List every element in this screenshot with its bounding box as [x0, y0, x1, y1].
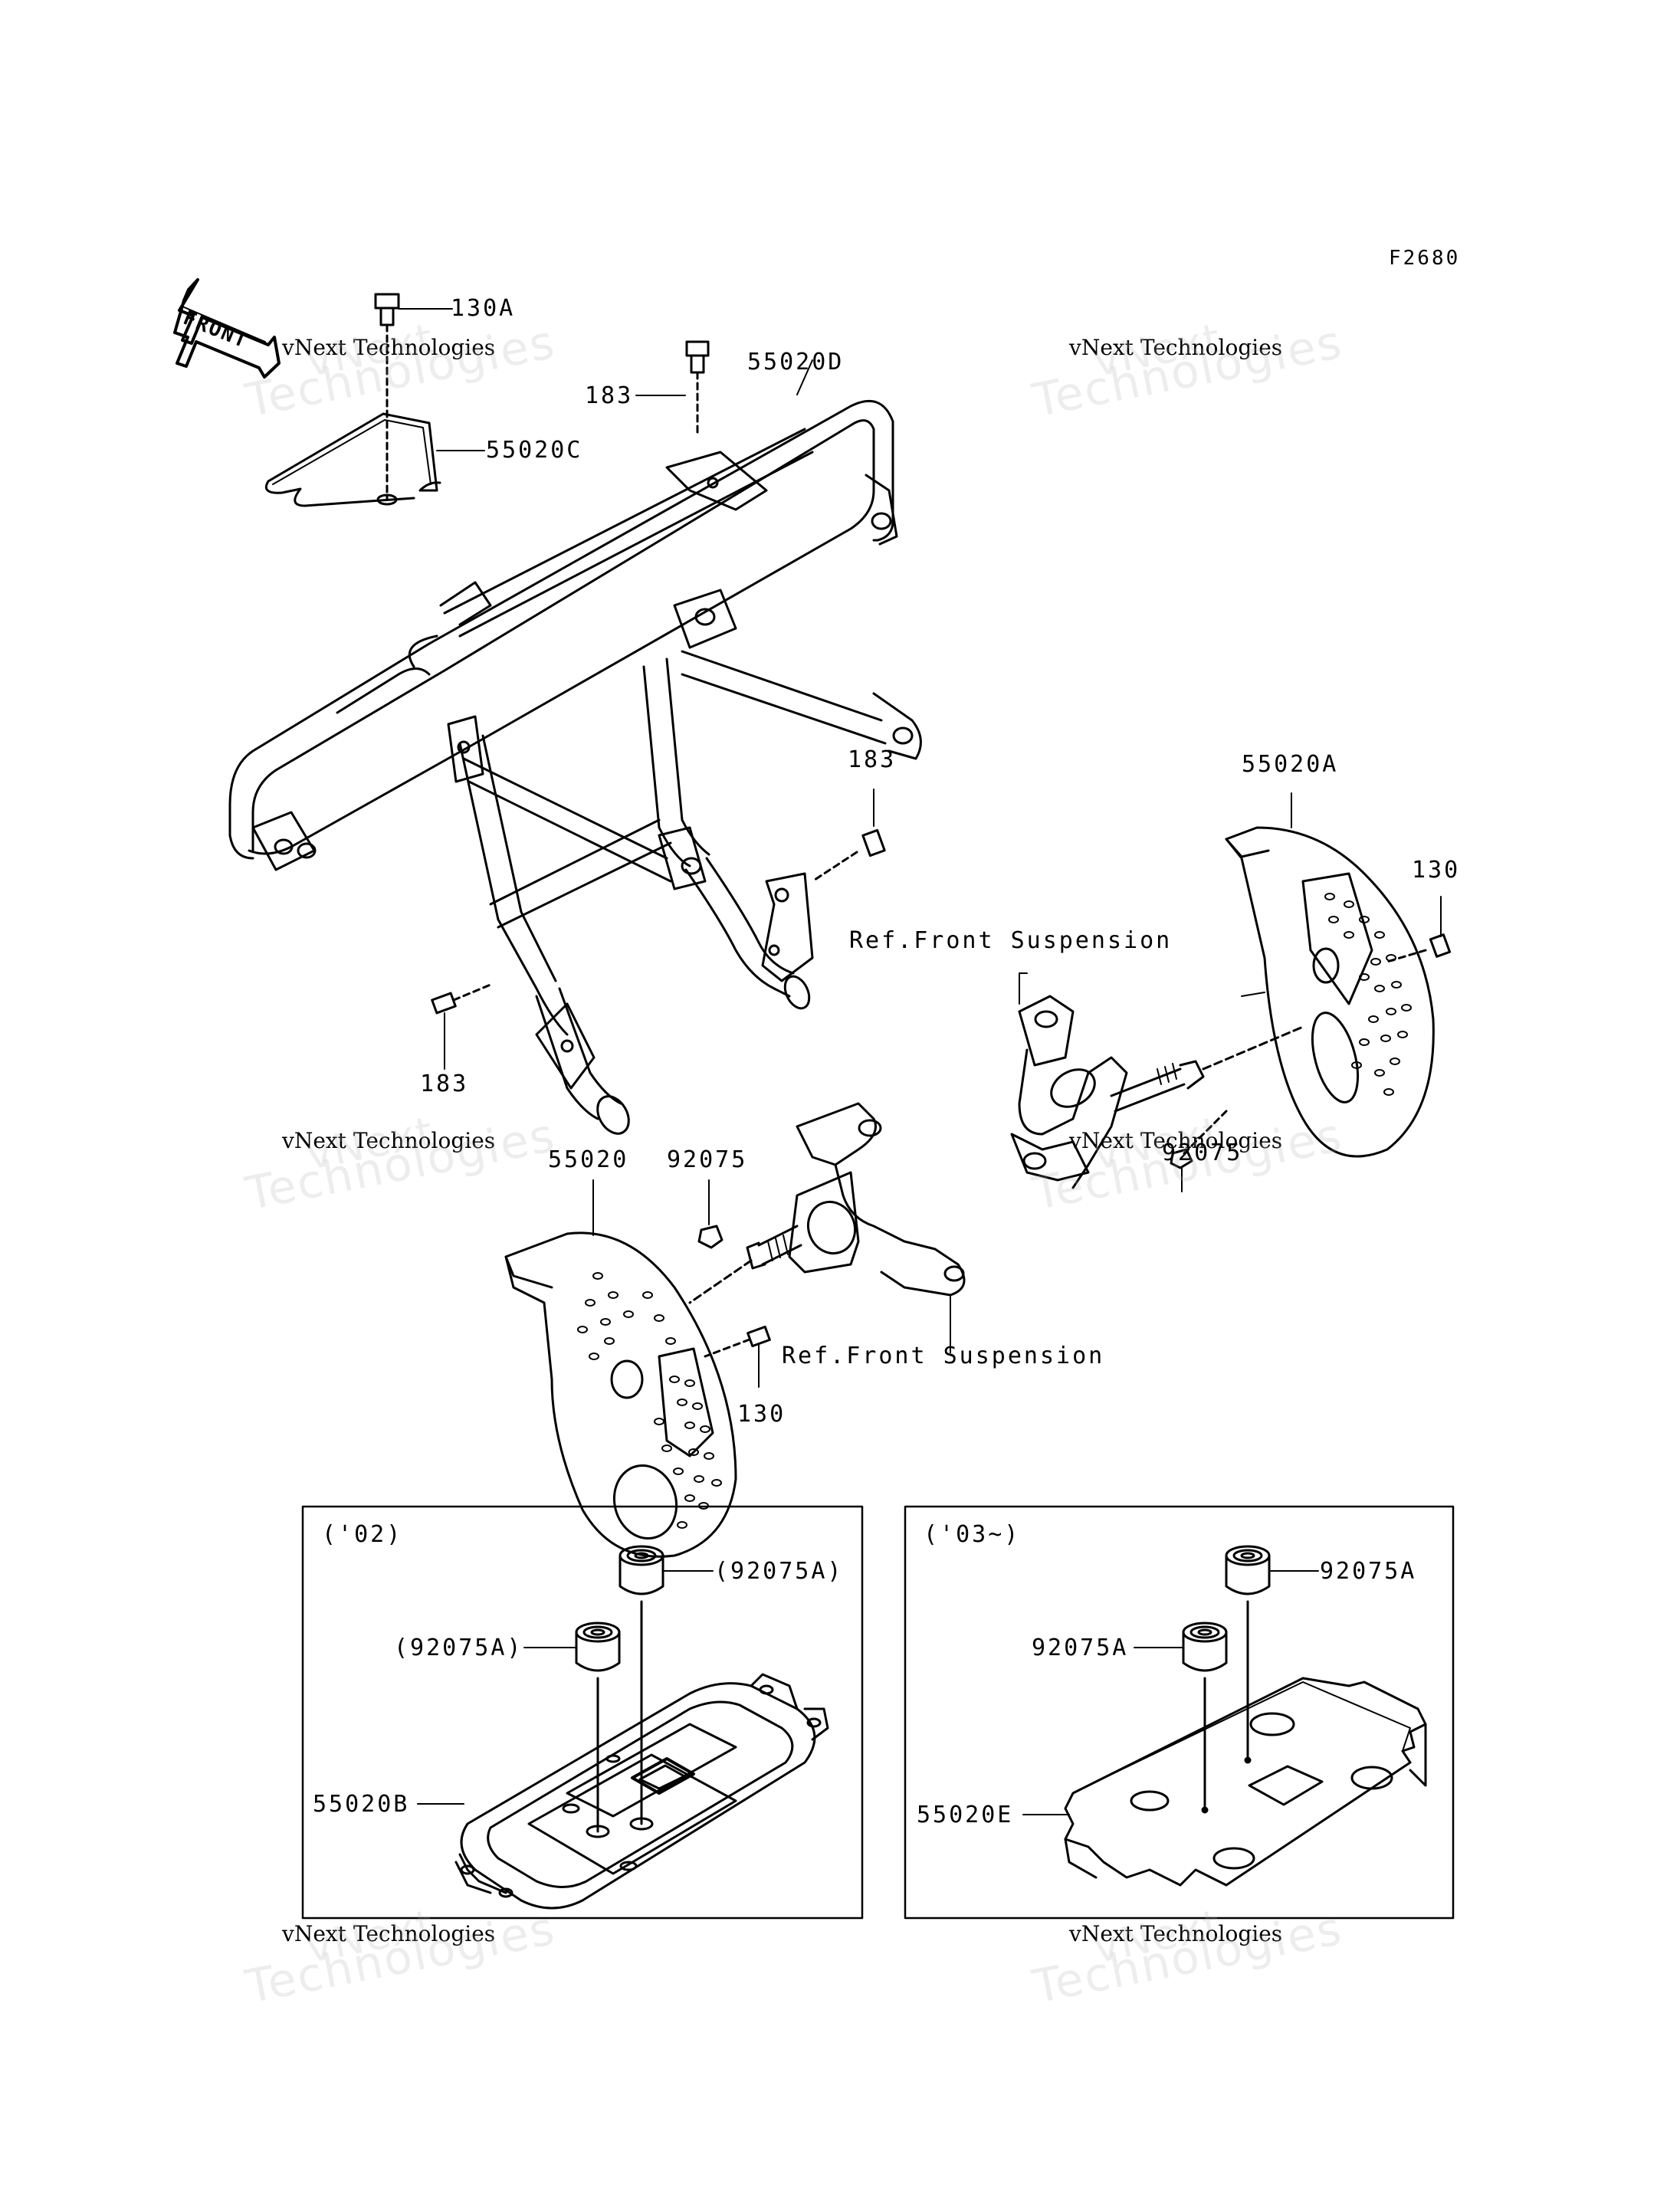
knuckle-right — [1010, 992, 1304, 1189]
label-ref-front-suspension-1: Ref.Front Suspension — [849, 927, 1173, 954]
front-guard-55020D — [228, 399, 922, 1135]
nut-92075-left — [697, 1225, 724, 1249]
inset-box-02 — [301, 1505, 864, 1920]
pad-92075A-03-top — [1225, 1545, 1271, 1760]
label-130-bottom: 130 — [737, 1401, 786, 1428]
inset-box-03 — [904, 1505, 1455, 1920]
label-55020C: 55020C — [486, 437, 583, 464]
label-92075-right: 92075 — [1162, 1139, 1243, 1166]
inset-02-year: ('02) — [322, 1521, 403, 1548]
label-55020E: 55020E — [917, 1802, 1014, 1828]
disc-cover-55020 — [504, 1231, 737, 1558]
knuckle-left — [688, 1102, 966, 1304]
label-183-top: 183 — [585, 382, 634, 409]
bracket-55020C — [264, 412, 441, 507]
bolt-183-top — [685, 340, 710, 438]
label-92075A-03-top: 92075A — [1320, 1558, 1417, 1585]
skid-plate-55020E — [1064, 1677, 1427, 1887]
label-183-mid: 183 — [848, 746, 897, 773]
bolt-183-mid — [811, 828, 886, 883]
figure-code: F2680 — [1389, 247, 1461, 270]
nut-92075-right — [1170, 1110, 1228, 1169]
label-55020: 55020 — [548, 1146, 629, 1173]
label-92075-left: 92075 — [667, 1146, 748, 1173]
pad-92075A-02-top — [619, 1545, 664, 1825]
label-130A: 130A — [451, 295, 516, 322]
bolt-183-bottom — [431, 983, 492, 1015]
label-183-bottom: 183 — [420, 1071, 469, 1097]
label-ref-front-suspension-2: Ref.Front Suspension — [782, 1343, 1105, 1369]
skid-plate-55020B — [454, 1673, 829, 1910]
disc-cover-55020A — [1225, 826, 1435, 1158]
label-130-right: 130 — [1412, 857, 1461, 884]
inset-03-year: ('03~) — [924, 1521, 1021, 1548]
pad-92075A-02-mid — [575, 1622, 621, 1833]
label-92075A-03-mid: 92075A — [1032, 1635, 1129, 1661]
label-92075A-02-mid: (92075A) — [394, 1635, 523, 1661]
label-55020A: 55020A — [1242, 751, 1339, 778]
pad-92075A-03-mid — [1182, 1622, 1228, 1810]
label-55020B: 55020B — [313, 1791, 410, 1818]
front-arrow-icon — [173, 278, 281, 379]
bolt-130-right — [1386, 933, 1452, 963]
bolt-130A — [374, 293, 400, 500]
bolt-130-bottom — [704, 1325, 771, 1358]
label-92075A-02-top: (92075A) — [714, 1558, 844, 1585]
label-55020D: 55020D — [747, 349, 845, 375]
